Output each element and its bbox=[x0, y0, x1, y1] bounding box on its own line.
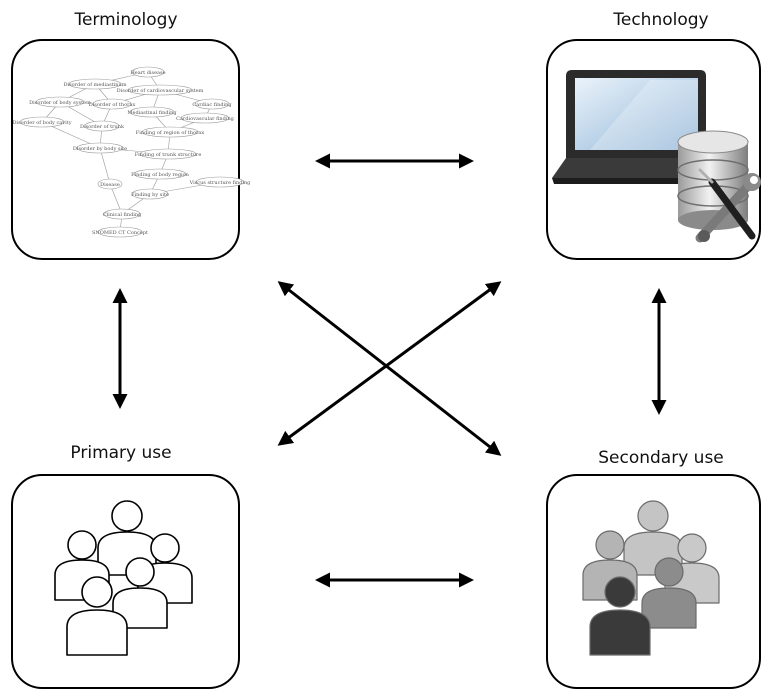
person-icon bbox=[112, 557, 168, 629]
secondary-use-title: Secondary use bbox=[598, 448, 724, 468]
concept-label: Finding of region of thorax bbox=[136, 130, 205, 136]
wrench-screwdriver-icon bbox=[695, 168, 761, 243]
terminology-title: Terminology bbox=[74, 10, 178, 30]
secondary-use-node bbox=[546, 474, 761, 689]
people-group-shaded-icon bbox=[582, 500, 720, 656]
connectors bbox=[112, 153, 667, 588]
concept-label: Disorder of thorax bbox=[89, 102, 136, 108]
concept-label: Finding of trunk structure bbox=[135, 152, 202, 158]
concept-label: Finding of body region bbox=[131, 172, 190, 178]
technology-title: Technology bbox=[613, 10, 709, 30]
concept-label: Cardiovascular finding bbox=[176, 116, 235, 122]
arrow-technology-primary bbox=[277, 281, 502, 446]
terminology-box bbox=[11, 39, 240, 260]
concept-label: Disorder of trunk bbox=[80, 124, 125, 130]
concept-label: Heart disease bbox=[130, 70, 165, 76]
concept-label: Disorder of body cavity bbox=[12, 120, 71, 126]
technology-node bbox=[546, 39, 761, 260]
concept-label: Viscus structure finding bbox=[189, 180, 252, 186]
people-group-icon bbox=[54, 500, 193, 656]
concept-label: Clinical finding bbox=[103, 212, 142, 218]
primary-use-node bbox=[11, 474, 240, 689]
concept-label: Disorder of mediastinum bbox=[63, 82, 126, 88]
person-icon bbox=[589, 576, 651, 656]
person-icon bbox=[66, 576, 128, 656]
concept-label: Disease bbox=[100, 182, 120, 188]
concept-label: Disorder of body system bbox=[29, 100, 91, 106]
snomed-concept-labels: Heart disease Disorder of mediastinum Di… bbox=[12, 70, 251, 236]
laptop-icon bbox=[552, 70, 720, 184]
concept-label: Finding by site bbox=[131, 192, 169, 198]
snomed-concept-nodes bbox=[19, 66, 245, 238]
concept-label: Cardiac finding bbox=[192, 102, 232, 108]
concept-label: Disorder of cardiovascular system bbox=[117, 88, 204, 94]
primary-use-title: Primary use bbox=[70, 443, 172, 463]
concept-label: Disorder by body site bbox=[73, 146, 127, 152]
concept-label: SNOMED CT Concept bbox=[92, 230, 148, 236]
person-icon bbox=[641, 557, 697, 629]
concept-label: Mediastinal finding bbox=[127, 110, 177, 116]
terminology-node: Heart disease Disorder of mediastinum Di… bbox=[11, 39, 251, 260]
